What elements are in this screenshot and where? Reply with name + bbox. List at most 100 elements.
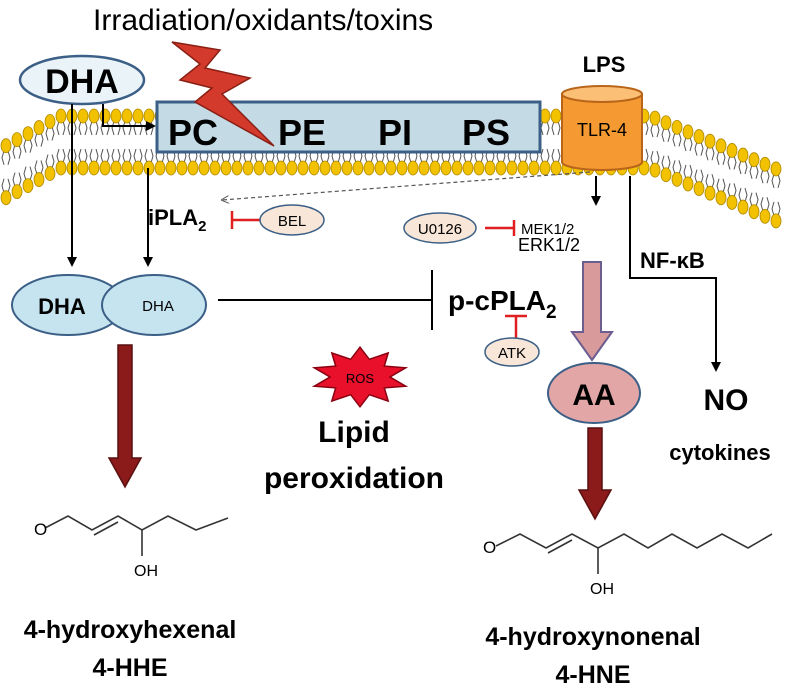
lipid-head	[121, 160, 133, 176]
lipid-tail	[23, 138, 33, 153]
lipid-head	[55, 108, 67, 124]
lipid-tail	[12, 172, 22, 187]
phospholipid-pe: PE	[278, 112, 326, 153]
lipid-tail	[78, 120, 88, 136]
lipid-head	[198, 160, 210, 176]
cytokines-label: cytokines	[669, 440, 771, 465]
lipid-head	[44, 114, 56, 129]
hne-abbr: 4-HNE	[555, 661, 630, 689]
lipid-head	[110, 108, 122, 124]
nfkb-label: NF-κB	[640, 248, 705, 273]
lipid-tail	[749, 192, 759, 207]
lipid-head	[682, 176, 694, 192]
lipid-head	[33, 172, 45, 187]
lipid-tail	[683, 136, 693, 152]
lipid-head	[330, 160, 342, 176]
lipid-head	[55, 160, 67, 176]
lipid-head	[748, 204, 760, 220]
dashed-arrow-tlr4-ipla2	[222, 171, 591, 200]
lipid-tail	[540, 148, 550, 164]
ipla2-label: iPLA2	[148, 205, 206, 235]
lipid-head	[253, 160, 265, 176]
lipid-tail	[749, 164, 759, 179]
lipid-head	[429, 160, 441, 176]
lipid-head	[737, 199, 749, 215]
lipid-tail	[771, 201, 781, 217]
hne-structure	[495, 533, 773, 574]
lipid-head	[286, 160, 298, 176]
arrow-dha-to-pc	[102, 104, 156, 131]
atk-label: ATK	[498, 345, 526, 362]
lipid-tail	[111, 120, 121, 136]
lipid-head	[374, 160, 386, 176]
dha-membrane-ellipse	[18, 54, 146, 106]
ros-star-icon	[311, 345, 409, 409]
tlr4-label: TLR-4	[577, 120, 627, 140]
lipid-tail	[727, 183, 737, 198]
pcpla2-label: p-cPLA2	[448, 285, 557, 323]
lipid-head	[11, 132, 23, 148]
arrow-aa-hne	[577, 427, 613, 521]
lipid-head	[99, 108, 111, 124]
lipid-head	[539, 160, 551, 176]
lipid-head	[528, 160, 540, 176]
lipid-head	[704, 185, 716, 201]
lipid-head	[176, 160, 188, 176]
lipid-tail	[111, 148, 121, 164]
arrow-nfkb-no	[629, 176, 721, 372]
bel-ellipse	[259, 204, 325, 236]
lipid-tail	[705, 146, 715, 161]
lipid-tail	[133, 120, 143, 136]
lipid-tail	[45, 154, 55, 169]
dha-left-label: DHA	[38, 294, 86, 319]
lipid-tail	[716, 178, 726, 193]
lipid-head	[451, 160, 463, 176]
lipid-head	[726, 143, 738, 158]
lipid-tail	[650, 122, 660, 138]
lipid-head	[308, 160, 320, 176]
lipid-tail	[738, 187, 748, 203]
lipid-tail	[89, 148, 99, 164]
lipid-head	[0, 190, 12, 206]
lipid-head	[693, 181, 705, 196]
lipid-tail	[1, 150, 11, 165]
lipid-head	[231, 160, 243, 176]
lipid-tail	[56, 120, 66, 136]
lipid-head	[275, 160, 287, 176]
lipid-tail	[100, 148, 110, 164]
lipid-head	[77, 160, 89, 176]
lipid-tail	[672, 132, 682, 147]
lipid-head	[418, 160, 430, 176]
lipid-head	[220, 160, 232, 176]
lipid-head	[88, 160, 100, 176]
lipid-head	[33, 120, 45, 135]
erk-label: ERK1/2	[518, 235, 580, 255]
lipid-tail	[67, 148, 77, 164]
lipid-head	[737, 147, 749, 163]
tlr4-receptor: TLR-4	[561, 85, 643, 171]
lipid-head	[671, 171, 683, 187]
lipid-head	[154, 160, 166, 176]
lipid-head	[209, 160, 221, 176]
lipid-head	[506, 160, 518, 176]
u0126-label: U0126	[418, 221, 462, 238]
mek-label: MEK1/2	[521, 221, 574, 238]
lipid-tail	[78, 148, 88, 164]
hhe-name: 4-hydroxyhexenal	[24, 616, 237, 644]
lipid-head	[242, 160, 254, 176]
lipid-tail	[738, 159, 748, 175]
lipid-peroxidation-line1: Lipid	[318, 416, 390, 449]
hne-o: O	[483, 538, 496, 557]
lipid-head	[132, 108, 144, 124]
lipid-tail	[56, 148, 66, 164]
lipid-head	[484, 160, 496, 176]
hhe-abbr: 4-HHE	[92, 654, 167, 682]
lipid-tail	[760, 169, 770, 184]
hne-name: 4-hydroxynonenal	[485, 623, 700, 651]
lipid-head	[495, 160, 507, 176]
lipid-head	[143, 108, 155, 124]
lipid-head	[649, 110, 661, 126]
phospholipid-pc: PC	[168, 112, 218, 153]
lipid-head	[715, 138, 727, 154]
